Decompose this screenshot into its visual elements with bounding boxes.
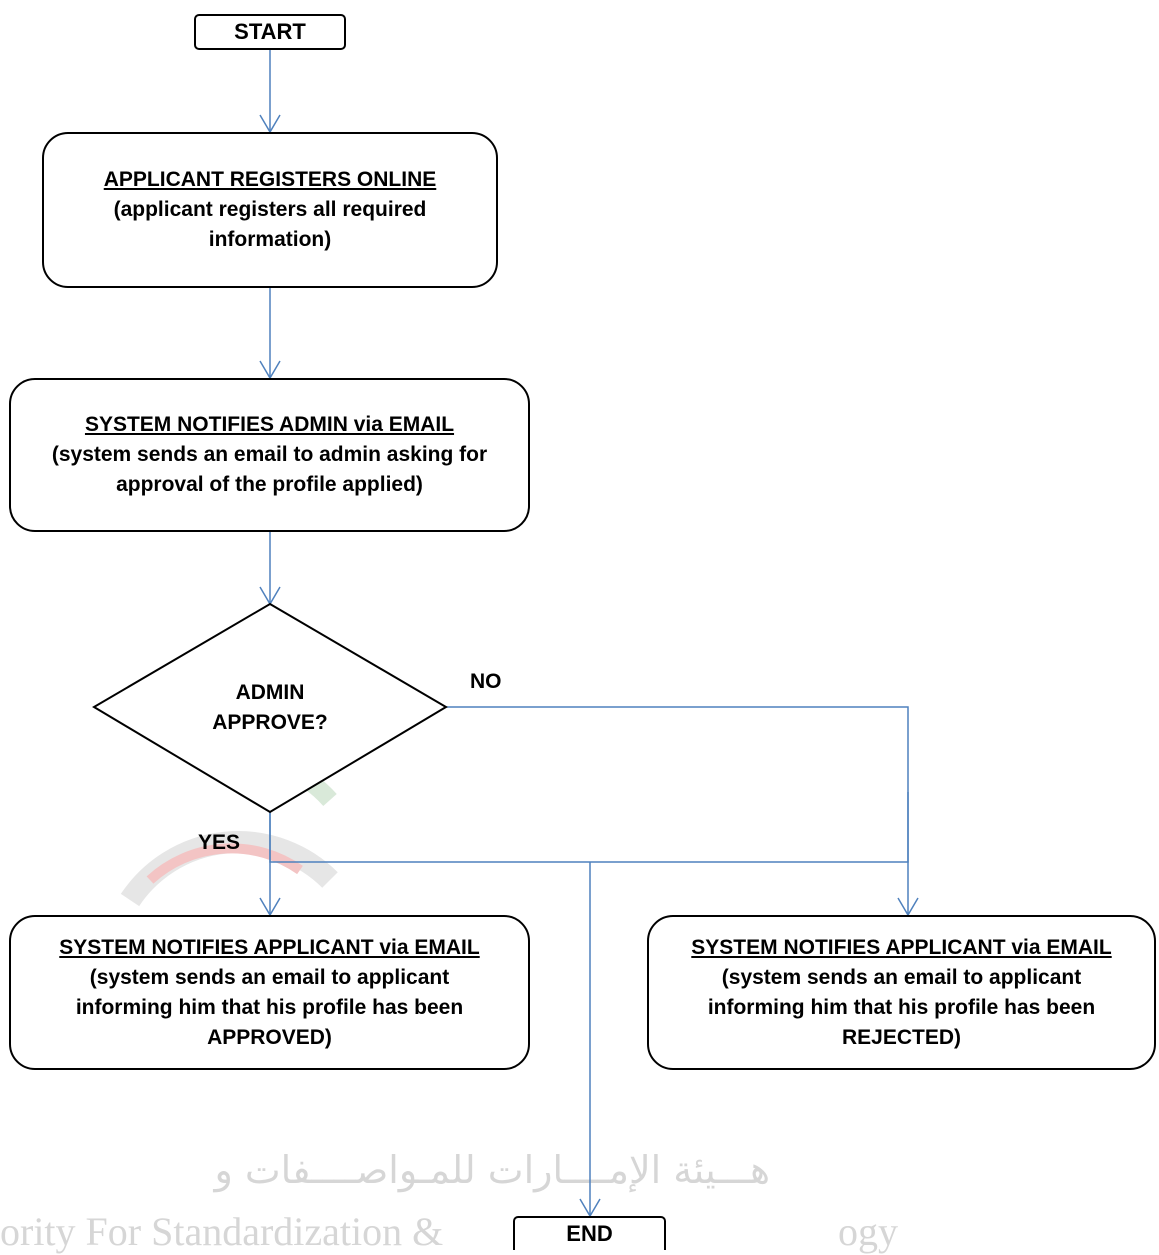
- start-node: START: [194, 14, 346, 50]
- register-node: APPLICANT REGISTERS ONLINE (applicant re…: [42, 132, 498, 288]
- decision-diamond: [92, 602, 448, 814]
- watermark-english-tail: ogy: [838, 1209, 898, 1254]
- watermark-arabic-text: هـــيئة الإمــــارات للمـواصــــفات و: [214, 1148, 770, 1192]
- connector-rejected-end: [590, 792, 909, 863]
- rejected-detail: (system sends an email to applicant info…: [707, 965, 1096, 1049]
- notify-admin-detail: (system sends an email to admin asking f…: [51, 443, 488, 496]
- end-node: END: [513, 1216, 666, 1250]
- decision-line-2: APPROVE?: [212, 711, 328, 734]
- rejected-title: SYSTEM NOTIFIES APPLICANT via EMAIL: [691, 935, 1112, 959]
- approved-title: SYSTEM NOTIFIES APPLICANT via EMAIL: [59, 935, 480, 959]
- yes-label: YES: [198, 831, 241, 854]
- register-detail: (applicant registers all required inform…: [113, 198, 427, 251]
- connector-approved-end: [269, 792, 590, 863]
- notify-admin-title: SYSTEM NOTIFIES ADMIN via EMAIL: [84, 413, 455, 436]
- decision-line-1: ADMIN: [235, 681, 305, 704]
- no-label: NO: [470, 670, 502, 693]
- start-label: START: [234, 19, 306, 44]
- notify-admin-node: SYSTEM NOTIFIES ADMIN via EMAIL (system …: [9, 378, 530, 532]
- decision-text: ADMIN APPROVE?: [170, 678, 370, 738]
- register-title: APPLICANT REGISTERS ONLINE: [103, 168, 437, 191]
- rejected-node: SYSTEM NOTIFIES APPLICANT via EMAIL (sys…: [647, 915, 1156, 1070]
- watermark-english-text: ority For Standardization &: [0, 1209, 444, 1254]
- end-label: END: [566, 1221, 613, 1246]
- approved-node: SYSTEM NOTIFIES APPLICANT via EMAIL (sys…: [9, 915, 530, 1070]
- watermark-arc-red: [146, 843, 303, 884]
- approved-detail: (system sends an email to applicant info…: [75, 965, 464, 1049]
- connector-decision-rejected: [446, 706, 909, 915]
